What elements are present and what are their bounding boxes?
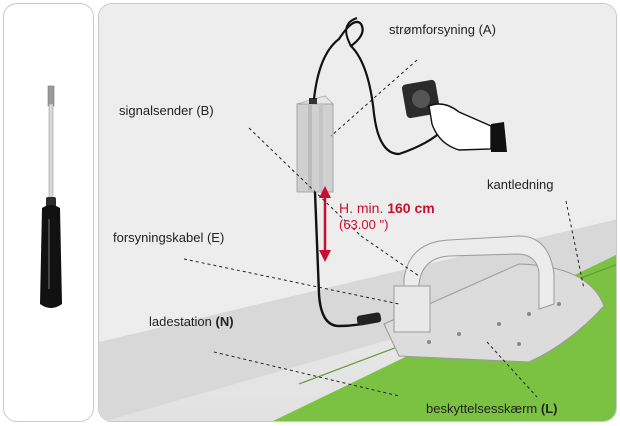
- tool-panel: [3, 3, 94, 422]
- label-min-height: H. min. 160 cm: [339, 200, 435, 216]
- label-min-height-inches: (63.00 "): [339, 217, 389, 232]
- label-protection-screen-code: (L): [540, 401, 558, 416]
- installation-scene: [99, 4, 616, 421]
- label-protection-screen: beskyttelsesskærm (L): [426, 401, 557, 416]
- label-charging-station-prefix: ladestation: [149, 314, 212, 329]
- signal-sender-icon: [296, 95, 334, 193]
- hand-icon: [428, 103, 507, 152]
- label-power-supply: strømforsyning (A): [389, 22, 496, 37]
- installation-illustration: [98, 3, 617, 422]
- height-arrow-icon: [319, 186, 331, 262]
- label-min-height-value: 160 cm: [387, 200, 435, 216]
- label-supply-cable: forsyningskabel (E): [113, 230, 225, 245]
- label-signal-sender: signalsender (B): [119, 103, 214, 118]
- charging-station-icon: [383, 235, 605, 363]
- label-charging-station: ladestation (N): [149, 314, 234, 329]
- label-charging-station-code: (N): [215, 314, 234, 329]
- label-min-height-prefix: H. min.: [339, 200, 384, 216]
- label-boundary-wire: kantledning: [487, 177, 554, 192]
- screwdriver-icon: [40, 85, 62, 308]
- label-protection-screen-prefix: beskyttelsesskærm: [426, 401, 538, 416]
